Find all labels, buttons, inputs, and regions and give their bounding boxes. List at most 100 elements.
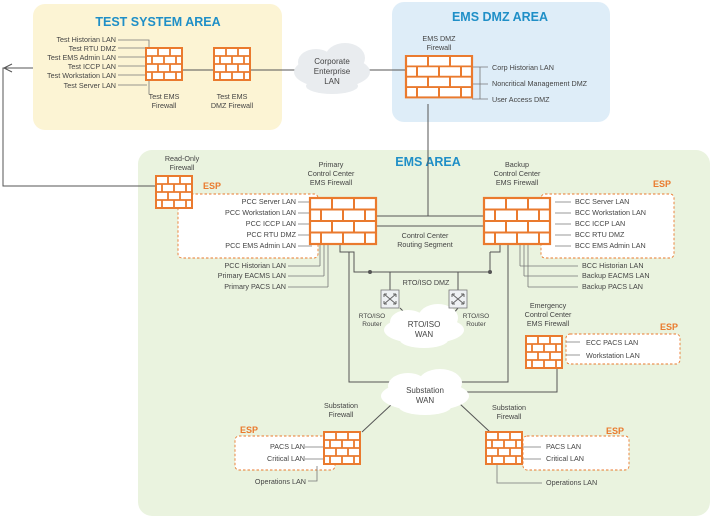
- pcc-lan-label: PCC Workstation LAN: [225, 208, 296, 217]
- substation-right-firewall-label: Firewall: [497, 412, 522, 421]
- primary-cc-firewall-label: EMS Firewall: [310, 178, 353, 187]
- rto-router-left-icon: [380, 289, 400, 309]
- backup-cc-firewall-label: Control Center: [494, 169, 541, 178]
- bcc-lan-links: [555, 201, 571, 247]
- operations-lan-left-label: Operations LAN: [255, 477, 306, 486]
- esp-label: ESP: [653, 179, 671, 189]
- backup-cc-firewall-label: EMS Firewall: [496, 178, 539, 187]
- esp-label: ESP: [203, 181, 221, 191]
- bcc-lan-label: BCC Workstation LAN: [575, 208, 646, 217]
- esp-label: ESP: [606, 426, 624, 436]
- primary-cc-firewall-label: Primary: [319, 160, 344, 169]
- emergency-cc-firewall-label: EMS Firewall: [527, 319, 570, 328]
- primary-cc-firewall-label: Control Center: [308, 169, 355, 178]
- bcc-lan-label: BCC RTU DMZ: [575, 230, 625, 239]
- bcc-outer-links: [519, 245, 578, 288]
- rto-router-left-label: Router: [362, 321, 382, 328]
- test-ems-dmz-firewall-icon: [213, 47, 251, 81]
- pcc-lan-label: PCC Server LAN: [242, 197, 296, 206]
- pcc-lan-label: PCC EMS Admin LAN: [225, 241, 296, 250]
- rto-wan-label: WAN: [415, 330, 434, 339]
- ems-dmz-firewall-icon: [404, 54, 474, 99]
- pcc-lan-label: PCC RTU DMZ: [247, 230, 297, 239]
- rto-router-links: [389, 272, 459, 290]
- rto-wan-cloud: [384, 304, 464, 348]
- read-only-firewall-label: Read-Only: [165, 154, 200, 163]
- ecc-esp-boundary: [565, 333, 681, 365]
- emergency-cc-firewall-label: Control Center: [525, 310, 572, 319]
- wan-to-right-substation: [459, 403, 491, 433]
- dmz-lan-label: Noncritical Management DMZ: [492, 79, 588, 88]
- ems-dmz-firewall-label: EMS DMZ: [422, 34, 456, 43]
- rto-wan-label: RTO/ISO: [408, 320, 441, 329]
- corporate-lan-cloud: [294, 43, 370, 94]
- rto-dmz-label: RTO/ISO DMZ: [403, 278, 450, 287]
- substation-right-esp-boundary: [522, 435, 630, 471]
- corporate-lan-label: Enterprise: [314, 67, 351, 76]
- pcc-lan-links: [298, 201, 312, 247]
- substation-left-firewall-label: Substation: [324, 401, 358, 410]
- operations-lan-right-label: Operations LAN: [546, 478, 597, 487]
- substation-right-firewall-label: Substation: [492, 403, 526, 412]
- bcc-outer-lan-label: BCC Historian LAN: [582, 261, 644, 270]
- bcc-outer-lan-label: Backup PACS LAN: [582, 282, 643, 291]
- esp-label: ESP: [660, 322, 678, 332]
- test-lan-label: Test ICCP LAN: [68, 62, 116, 71]
- ecc-lan-label: ECC PACS LAN: [586, 338, 638, 347]
- pcc-esp-boundary: [177, 193, 319, 259]
- pcc-to-substation-wan: [348, 252, 392, 383]
- dmz-lan-label: User Access DMZ: [492, 95, 550, 104]
- substation-wan-label: Substation: [406, 386, 444, 395]
- bcc-lan-label: BCC Server LAN: [575, 197, 629, 206]
- ecc-lan-label: Workstation LAN: [586, 351, 640, 360]
- test-ems-firewall-icon: [145, 47, 183, 81]
- bcc-lan-label: BCC ICCP LAN: [575, 219, 625, 228]
- bcc-lan-label: BCC EMS Admin LAN: [575, 241, 646, 250]
- primary-cc-firewall-icon: [308, 196, 378, 246]
- bcc-outer-lan-label: Backup EACMS LAN: [582, 271, 650, 280]
- rto-router-left-label: RTO/ISO: [359, 313, 386, 320]
- dmz-lan-label: Corp Historian LAN: [492, 63, 554, 72]
- ecc-lan-links: [566, 341, 580, 356]
- pcc-outer-lan-label: PCC Historian LAN: [224, 261, 286, 270]
- pcc-lan-label: PCC ICCP LAN: [246, 219, 296, 228]
- test-lan-label: Test Workstation LAN: [47, 71, 116, 80]
- test-lan-taps: [118, 47, 147, 86]
- ecc-to-substation-wan: [462, 364, 558, 393]
- routing-segment-label: Control Center: [402, 231, 449, 240]
- substation-wan-cloud: [381, 369, 469, 415]
- pcc-outer-lan-label: Primary PACS LAN: [224, 282, 286, 291]
- substation-right-firewall-icon: [485, 431, 523, 465]
- substation-right-lan-label: PACS LAN: [546, 442, 581, 451]
- pcc-outer-lan-label: Primary EACMS LAN: [218, 271, 286, 280]
- backup-cc-firewall-label: Backup: [505, 160, 529, 169]
- arrow-head-icon: [3, 63, 13, 73]
- test-lan-label: Test Server LAN: [64, 81, 116, 90]
- substation-left-firewall-label: Firewall: [329, 410, 354, 419]
- test-to-readonly-link: [2, 67, 156, 187]
- emergency-cc-firewall-icon: [525, 335, 563, 369]
- rto-router-right-label: Router: [466, 321, 486, 328]
- ems-dmz-firewall-label: Firewall: [427, 43, 452, 52]
- read-only-firewall-label: Firewall: [170, 163, 195, 172]
- wan-to-left-substation: [361, 403, 393, 433]
- test-ems-firewall-label: Firewall: [152, 101, 177, 110]
- test-system-area-title: TEST SYSTEM AREA: [95, 15, 220, 29]
- test-ems-dmz-firewall-label: Test EMS: [217, 92, 248, 101]
- test-ems-dmz-firewall-label: DMZ Firewall: [211, 101, 254, 110]
- bcc-down-link: [490, 244, 501, 253]
- routing-segment-lines: [376, 215, 484, 227]
- rto-router-right-label: RTO/ISO: [463, 313, 490, 320]
- right-substation-lan-links: [496, 446, 542, 484]
- substation-right-lan-label: Critical LAN: [546, 454, 584, 463]
- read-only-firewall-icon: [155, 175, 193, 209]
- test-ems-firewall-label: Test EMS: [149, 92, 180, 101]
- substation-left-esp-boundary: [234, 435, 336, 471]
- substation-left-firewall-icon: [323, 431, 361, 465]
- test-lan-label: Test EMS Admin LAN: [47, 53, 116, 62]
- corporate-lan-label: LAN: [324, 77, 340, 86]
- left-substation-lan-links: [305, 446, 323, 482]
- test-lan-label: Test Historian LAN: [56, 35, 116, 44]
- ems-dmz-area-title: EMS DMZ AREA: [452, 10, 548, 24]
